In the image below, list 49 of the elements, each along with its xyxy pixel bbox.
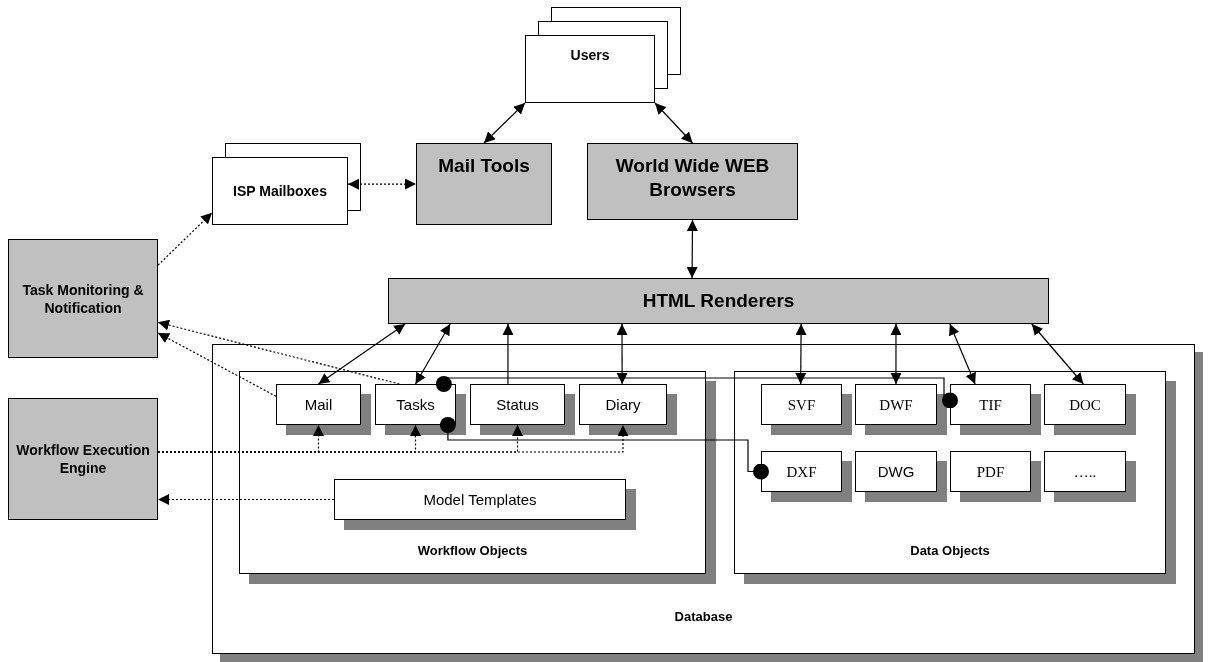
node-label: Workflow Objects	[417, 543, 528, 559]
arrow	[317, 323, 406, 385]
node-label: Status	[496, 395, 539, 414]
connector-line	[435, 376, 958, 409]
arrow	[502, 323, 514, 385]
stacked-box	[525, 35, 655, 103]
node-label: Workflow Execution Engine	[15, 441, 151, 477]
arrow	[795, 323, 807, 385]
connector-line	[439, 417, 769, 480]
node-label: DWG	[877, 462, 915, 481]
process-box	[8, 398, 158, 520]
node-label: SVF	[787, 395, 816, 414]
node-label: Model Templates	[423, 490, 537, 509]
node-label: TIF	[979, 395, 1002, 414]
arrow	[686, 219, 698, 279]
process-box	[8, 239, 158, 358]
arrow	[483, 102, 526, 144]
arrow	[157, 212, 213, 266]
arrow	[157, 424, 629, 453]
arrow	[616, 323, 628, 385]
node-label: PDF	[976, 462, 1005, 481]
node-label: Mail	[304, 395, 333, 414]
node-label: DXF	[786, 462, 817, 481]
arrow	[1031, 323, 1084, 385]
node-label: World Wide WEB Browsers	[614, 154, 771, 202]
arrow	[890, 323, 902, 385]
node-label: Data Objects	[910, 543, 990, 559]
node-label: DOC	[1069, 395, 1101, 414]
node-label: Database	[674, 609, 733, 625]
node-label: Diary	[605, 395, 641, 414]
arrow	[157, 332, 277, 397]
node-label: HTML Renderers	[642, 289, 795, 313]
arrow	[157, 319, 400, 385]
arrow	[654, 102, 694, 144]
node-label: Users	[570, 46, 610, 64]
node-label: Tasks	[396, 395, 435, 414]
node-label: Mail Tools	[438, 154, 530, 178]
arrow	[414, 323, 451, 385]
arrow	[949, 323, 976, 385]
arrow	[347, 178, 417, 190]
node-label: Task Monitoring & Notification	[21, 280, 145, 317]
process-box	[587, 143, 798, 220]
process-box	[416, 143, 552, 225]
node-label: DWF	[879, 395, 913, 414]
arrow	[157, 494, 335, 505]
node-label: ISP Mailboxes	[233, 182, 327, 200]
process-box	[388, 278, 1049, 324]
stacked-box	[212, 157, 348, 225]
node-label: …..	[1073, 462, 1097, 481]
